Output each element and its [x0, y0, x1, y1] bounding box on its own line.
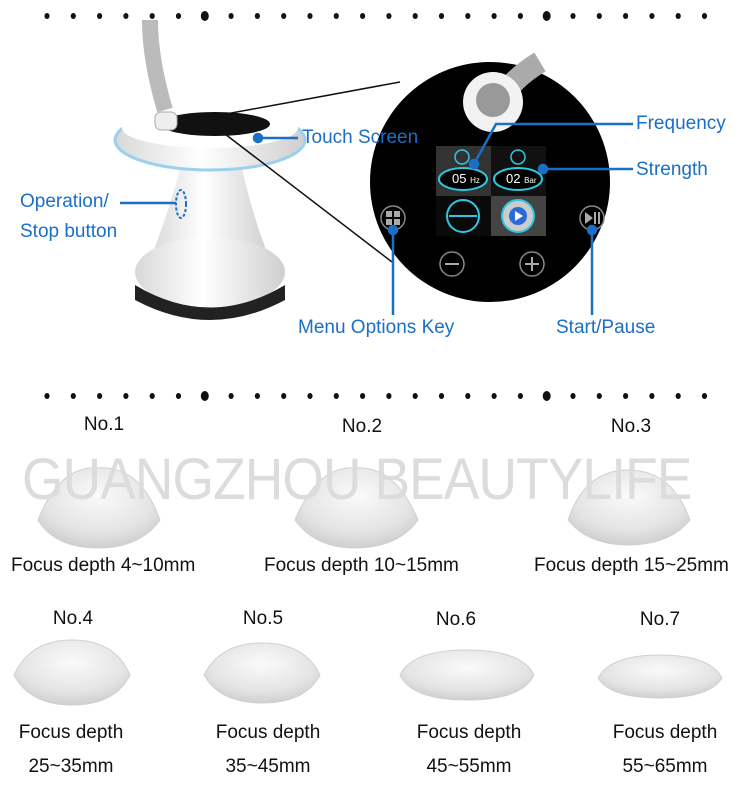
frequency-unit: Hz	[470, 176, 480, 185]
divider-dot	[254, 393, 260, 399]
divider-dot	[412, 13, 418, 19]
divider-dot	[412, 393, 418, 399]
cup-depth: 55~65mm	[622, 756, 708, 777]
frequency-readout: 05 Hz	[452, 171, 480, 186]
cup-no7	[597, 654, 723, 699]
leader-lines	[120, 122, 633, 315]
cup-no6	[399, 649, 535, 701]
cup-name: No.7	[639, 609, 681, 630]
start-pause-label: Start/Pause	[556, 317, 656, 338]
cup-depth-label: Focus depth	[612, 722, 718, 743]
frequency-label: Frequency	[636, 113, 726, 134]
divider-dot	[228, 393, 234, 399]
divider-dot	[254, 13, 260, 19]
divider-dot	[149, 393, 155, 399]
touch-screen-label: Touch Screen	[302, 127, 419, 148]
cup-depth: 25~35mm	[28, 756, 114, 777]
divider-dot	[542, 391, 551, 401]
divider-dot	[360, 393, 366, 399]
divider-dot	[491, 393, 497, 399]
divider-dot	[149, 13, 155, 19]
cup-no1	[37, 467, 161, 549]
divider-dot	[701, 393, 708, 399]
cup-depth: 45~55mm	[426, 756, 512, 777]
divider-dot	[228, 13, 234, 19]
divider-dot	[97, 13, 103, 19]
divider-dot	[123, 393, 129, 399]
cup-no5	[203, 642, 321, 704]
divider-dot	[175, 13, 182, 19]
divider-dot	[517, 13, 524, 19]
divider-dot	[70, 393, 76, 399]
cup-name: No.3	[610, 416, 652, 437]
divider-dot	[465, 393, 471, 399]
divider-dot	[623, 13, 629, 19]
cup-name: No.4	[52, 608, 94, 629]
strength-readout: 02 Bar	[506, 171, 537, 186]
divider-dot	[123, 13, 129, 19]
divider-dot	[281, 13, 287, 19]
divider-dot	[44, 13, 50, 19]
dot-divider-middle	[44, 391, 708, 401]
divider-dot	[438, 393, 445, 399]
divider-dot	[200, 11, 209, 21]
cup-depth: Focus depth 15~25mm	[534, 555, 729, 576]
strength-unit: Bar	[524, 176, 537, 185]
divider-dot	[517, 393, 524, 399]
cup-name: No.1	[83, 414, 125, 435]
divider-dot	[438, 13, 445, 19]
cup-depth-label: Focus depth	[416, 722, 522, 743]
divider-dot	[623, 393, 629, 399]
menu-options-key-label: Menu Options Key	[298, 317, 455, 338]
divider-dot	[701, 13, 708, 19]
divider-dot	[649, 13, 655, 19]
divider-dot	[570, 393, 576, 399]
minus-icon	[439, 251, 465, 277]
touch-screen-closeup	[370, 52, 610, 302]
divider-dot	[386, 393, 392, 399]
cup-name: No.5	[242, 608, 284, 629]
operation-label-line2: Stop button	[20, 221, 118, 242]
divider-dot	[570, 13, 576, 19]
cup-depth-label: Focus depth	[18, 722, 124, 743]
cup-name: No.2	[341, 416, 383, 437]
cup-depth-label: Focus depth	[215, 722, 321, 743]
cup-depth: Focus depth 10~15mm	[264, 555, 459, 576]
divider-dot	[491, 13, 497, 19]
divider-dot	[200, 391, 209, 401]
operation-label-line1: Operation/	[20, 191, 109, 212]
divider-dot	[175, 393, 182, 399]
frequency-value: 05	[452, 171, 467, 186]
plus-icon	[519, 251, 545, 277]
device-image	[113, 19, 307, 320]
cup-name: No.6	[435, 609, 477, 630]
cup-depth: Focus depth 4~10mm	[11, 555, 196, 576]
divider-dot	[675, 393, 681, 399]
divider-dot	[596, 13, 602, 19]
divider-dot	[542, 11, 551, 21]
cup-no3	[567, 469, 691, 546]
divider-dot	[44, 393, 50, 399]
divider-dot	[333, 393, 339, 399]
divider-dot	[675, 13, 681, 19]
dot-divider-top	[44, 11, 708, 21]
divider-dot	[70, 13, 76, 19]
divider-dot	[386, 13, 392, 19]
divider-dot	[649, 393, 655, 399]
divider-dot	[465, 13, 471, 19]
divider-dot	[307, 13, 313, 19]
divider-dot	[333, 13, 339, 19]
strength-label: Strength	[636, 159, 708, 180]
divider-dot	[596, 393, 602, 399]
cup-no4	[13, 639, 131, 706]
divider-dot	[360, 13, 366, 19]
divider-dot	[281, 393, 287, 399]
strength-value: 02	[506, 171, 521, 186]
divider-dot	[307, 393, 313, 399]
cup-no2	[294, 467, 419, 549]
divider-dot	[97, 393, 103, 399]
cup-depth: 35~45mm	[225, 756, 311, 777]
